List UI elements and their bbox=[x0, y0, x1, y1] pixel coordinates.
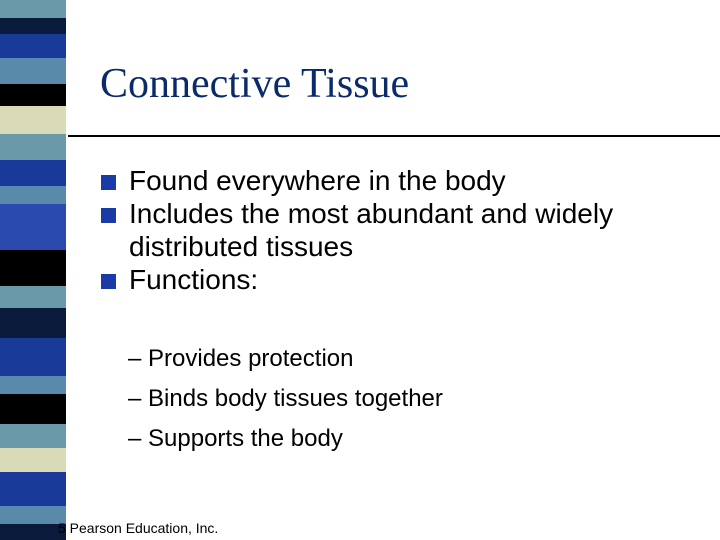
strip-block bbox=[0, 472, 66, 506]
strip-block bbox=[0, 286, 66, 308]
strip-block bbox=[0, 424, 66, 448]
sub-bullet-item: – Binds body tissues together bbox=[128, 379, 688, 419]
strip-block bbox=[0, 0, 66, 18]
dash-marker: – bbox=[128, 385, 142, 412]
strip-block bbox=[0, 506, 66, 524]
strip-block bbox=[0, 84, 66, 106]
strip-block bbox=[0, 250, 66, 286]
strip-block bbox=[0, 448, 66, 472]
sub-bullet-item: – Supports the body bbox=[128, 419, 688, 459]
square-bullet-icon bbox=[101, 175, 116, 190]
strip-block bbox=[0, 106, 66, 134]
strip-block bbox=[0, 186, 66, 204]
strip-block bbox=[0, 34, 66, 58]
sub-bullet-text: Provides protection bbox=[148, 345, 354, 372]
slide-title: Connective Tissue bbox=[100, 61, 410, 107]
dash-marker: – bbox=[128, 345, 142, 372]
bullet-list: Found everywhere in the body Includes th… bbox=[100, 164, 710, 296]
decorative-side-strip bbox=[0, 0, 68, 540]
strip-block bbox=[0, 204, 66, 250]
square-bullet-icon bbox=[101, 208, 116, 223]
bullet-text: Functions: bbox=[129, 264, 259, 295]
title-divider bbox=[68, 135, 720, 137]
strip-block bbox=[0, 134, 66, 160]
bullet-item: Functions: bbox=[100, 263, 710, 296]
bullet-item: Found everywhere in the body bbox=[100, 164, 710, 197]
strip-block bbox=[0, 524, 66, 540]
square-bullet-icon bbox=[101, 274, 116, 289]
strip-block bbox=[0, 160, 66, 186]
strip-block bbox=[0, 308, 66, 338]
sub-bullet-text: Binds body tissues together bbox=[148, 385, 443, 412]
strip-block bbox=[0, 18, 66, 34]
strip-block bbox=[0, 394, 66, 424]
strip-block bbox=[0, 376, 66, 394]
sub-bullet-list: – Provides protection – Binds body tissu… bbox=[128, 339, 688, 459]
bullet-item: Includes the most abundant and widely di… bbox=[100, 197, 710, 263]
dash-marker: – bbox=[128, 425, 142, 452]
sub-bullet-text: Supports the body bbox=[148, 425, 343, 452]
bullet-text: Includes the most abundant and widely di… bbox=[129, 198, 614, 262]
strip-block bbox=[0, 338, 66, 376]
bullet-text: Found everywhere in the body bbox=[129, 165, 506, 196]
strip-block bbox=[0, 58, 66, 84]
copyright-footer: 5 Pearson Education, Inc. bbox=[58, 520, 219, 536]
sub-bullet-item: – Provides protection bbox=[128, 339, 688, 379]
